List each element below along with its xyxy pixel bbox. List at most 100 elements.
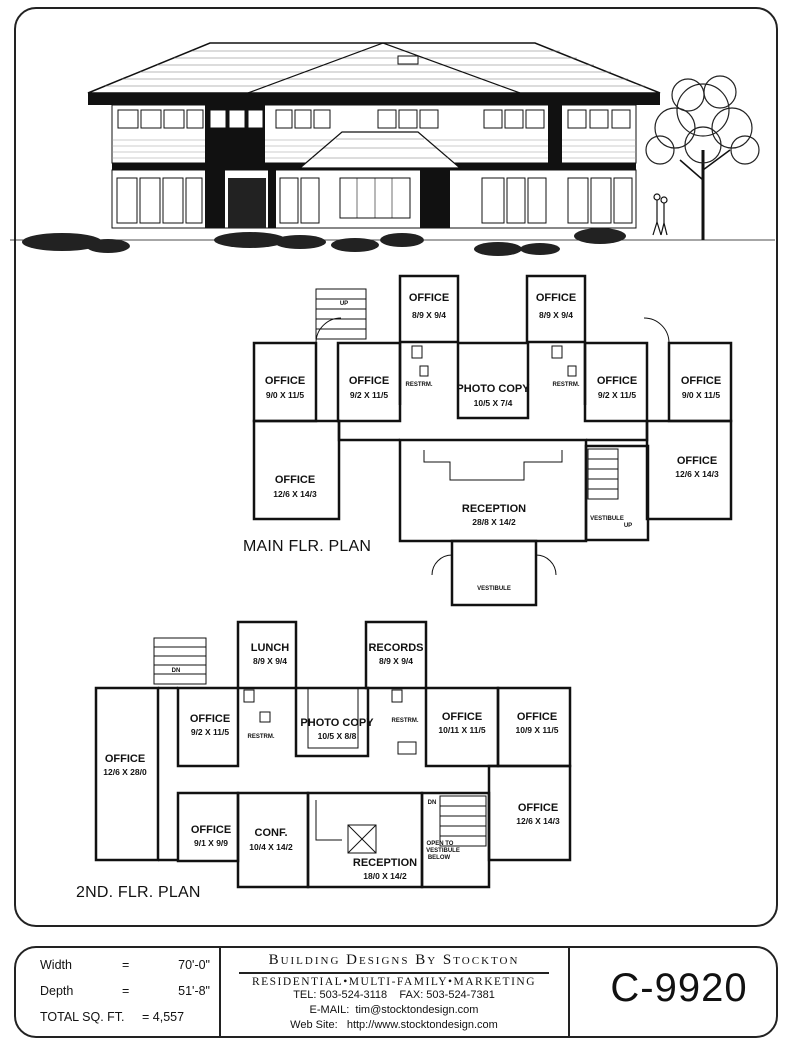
second-small-label: DN: [172, 668, 181, 674]
main-small-label: UP: [624, 523, 632, 529]
width-value: 70'-0": [178, 958, 210, 972]
main-room-dims: 10/5 X 7/4: [474, 398, 513, 408]
depth-row: Depth = 51'-8": [30, 980, 210, 1006]
second-floor-fixtures: [153, 637, 487, 854]
phone-number: TEL: 503-524-3118: [293, 988, 388, 1001]
second-small-label: BELOW: [428, 855, 451, 861]
second-room-name: OFFICE: [191, 824, 231, 836]
building-elevation: [10, 42, 775, 256]
second-floor-walls: [94, 620, 572, 889]
firm-name: Building Designs By Stockton: [268, 952, 520, 968]
tree: [645, 75, 760, 240]
second-room-dims: 10/9 X 11/5: [515, 725, 558, 735]
second-room-dims: 10/4 X 14/2: [249, 842, 293, 852]
width-equals: =: [122, 958, 130, 972]
website-line: Web Site: http://www.stocktondesign.com: [228, 1018, 560, 1033]
main-small-label: RESTRM.: [406, 382, 433, 388]
main-room-name: OFFICE: [536, 292, 576, 304]
phone-line: TEL: 503-524-3118 FAX: 503-524-7381: [228, 988, 560, 1003]
main-small-label: UP: [340, 301, 348, 307]
main-room-dims: 12/6 X 14/3: [675, 469, 719, 479]
main-room-name: OFFICE: [677, 455, 717, 467]
second-small-label: OPEN TO: [427, 841, 454, 847]
drawing-canvas: OFFICE 8/9 X 9/4 OFFICE 8/9 X 9/4 OFFICE…: [10, 42, 775, 889]
second-room-dims: 9/2 X 11/5: [191, 727, 230, 737]
main-floor-plan-title: MAIN FLR. PLAN: [243, 538, 372, 555]
second-room-dims: 12/6 X 28/0: [103, 767, 147, 777]
lower-windows: [116, 177, 633, 224]
second-small-label: DN: [428, 800, 437, 806]
email-label: E-MAIL:: [309, 1003, 350, 1016]
main-room-name: PHOTO COPY: [456, 383, 530, 395]
main-room-name: OFFICE: [597, 375, 637, 387]
second-room-name: OFFICE: [105, 753, 145, 765]
main-room-dims: 9/0 X 11/5: [682, 390, 721, 400]
title-block: Width = 70'-0" Depth = 51'-8" TOTAL SQ. …: [14, 946, 778, 1038]
second-room-name: OFFICE: [442, 711, 482, 723]
shrubs: [22, 228, 626, 256]
main-small-label: VESTIBULE: [590, 516, 624, 522]
total-row: TOTAL SQ. FT. = 4,557: [30, 1006, 210, 1032]
second-room-dims: 8/9 X 9/4: [253, 656, 287, 666]
main-room-dims: 8/9 X 9/4: [412, 310, 446, 320]
plan-number: C-9920: [610, 966, 748, 1010]
eave-band: [88, 93, 660, 105]
second-room-dims: 10/5 X 8/8: [318, 731, 357, 741]
second-small-label: VESTIBULE: [426, 848, 460, 854]
roof: [87, 42, 661, 94]
second-room-dims: 12/6 X 14/3: [516, 816, 560, 826]
main-room-name: OFFICE: [681, 375, 721, 387]
main-room-name: OFFICE: [275, 474, 315, 486]
main-room-name: RECEPTION: [462, 503, 526, 515]
second-room-name: RECEPTION: [353, 857, 417, 869]
title-block-divider: [568, 948, 570, 1036]
firm-rule: [239, 972, 549, 974]
main-floor-walls: [252, 274, 733, 607]
main-room-name: OFFICE: [265, 375, 305, 387]
main-floor-fixtures: [315, 288, 670, 576]
email-address[interactable]: tim@stocktondesign.com: [355, 1003, 479, 1016]
entry-recess: [228, 178, 266, 228]
main-room-dims: 12/6 X 14/3: [273, 489, 317, 499]
main-small-label: RESTRM.: [553, 382, 580, 388]
main-room-dims: 28/8 X 14/2: [472, 517, 516, 527]
website-label: Web Site:: [290, 1018, 338, 1031]
plan-stats: Width = 70'-0" Depth = 51'-8" TOTAL SQ. …: [30, 954, 210, 1032]
main-room-dims: 9/2 X 11/5: [350, 390, 389, 400]
main-small-label: VESTIBULE: [477, 586, 511, 592]
second-room-name: PHOTO COPY: [300, 717, 374, 729]
total-sqft-label: TOTAL SQ. FT.: [40, 1010, 125, 1024]
title-block-divider: [219, 948, 221, 1036]
second-room-dims: 18/0 X 14/2: [363, 871, 407, 881]
second-room-name: OFFICE: [517, 711, 557, 723]
porch-roof: [298, 131, 462, 169]
width-label: Width: [40, 958, 72, 972]
depth-label: Depth: [40, 984, 74, 998]
second-room-name: OFFICE: [518, 802, 558, 814]
second-room-name: LUNCH: [251, 642, 290, 654]
main-room-dims: 8/9 X 9/4: [539, 310, 573, 320]
second-small-label: RESTRM.: [248, 734, 275, 740]
main-room-name: OFFICE: [409, 292, 449, 304]
website-link[interactable]: http://www.stocktondesign.com: [346, 1018, 498, 1031]
main-room-dims: 9/2 X 11/5: [598, 390, 637, 400]
depth-equals: =: [122, 984, 130, 998]
main-room-dims: 9/0 X 11/5: [266, 390, 305, 400]
people: [652, 193, 668, 236]
second-room-name: OFFICE: [190, 713, 230, 725]
roof-vent: [397, 55, 419, 65]
second-room-name: CONF.: [255, 827, 288, 839]
second-small-label: RESTRM.: [392, 718, 419, 724]
width-row: Width = 70'-0": [30, 954, 210, 980]
total-sqft-value: = 4,557: [142, 1010, 185, 1024]
second-room-name: RECORDS: [368, 642, 423, 654]
email-line: E-MAIL: tim@stocktondesign.com: [228, 1003, 560, 1018]
second-floor-plan-title: 2ND. FLR. PLAN: [76, 884, 201, 901]
room-labels: OFFICE 8/9 X 9/4 OFFICE 8/9 X 9/4 OFFICE…: [103, 292, 721, 881]
upper-windows: [117, 109, 631, 129]
second-room-dims: 10/11 X 11/5: [438, 725, 486, 735]
firm-tagline: RESIDENTIAL•MULTI-FAMILY•MARKETING: [251, 975, 537, 988]
second-room-dims: 9/1 X 9/9: [194, 838, 228, 848]
depth-value: 51'-8": [178, 984, 210, 998]
fax-number: FAX: 503-524-7381: [399, 988, 495, 1001]
